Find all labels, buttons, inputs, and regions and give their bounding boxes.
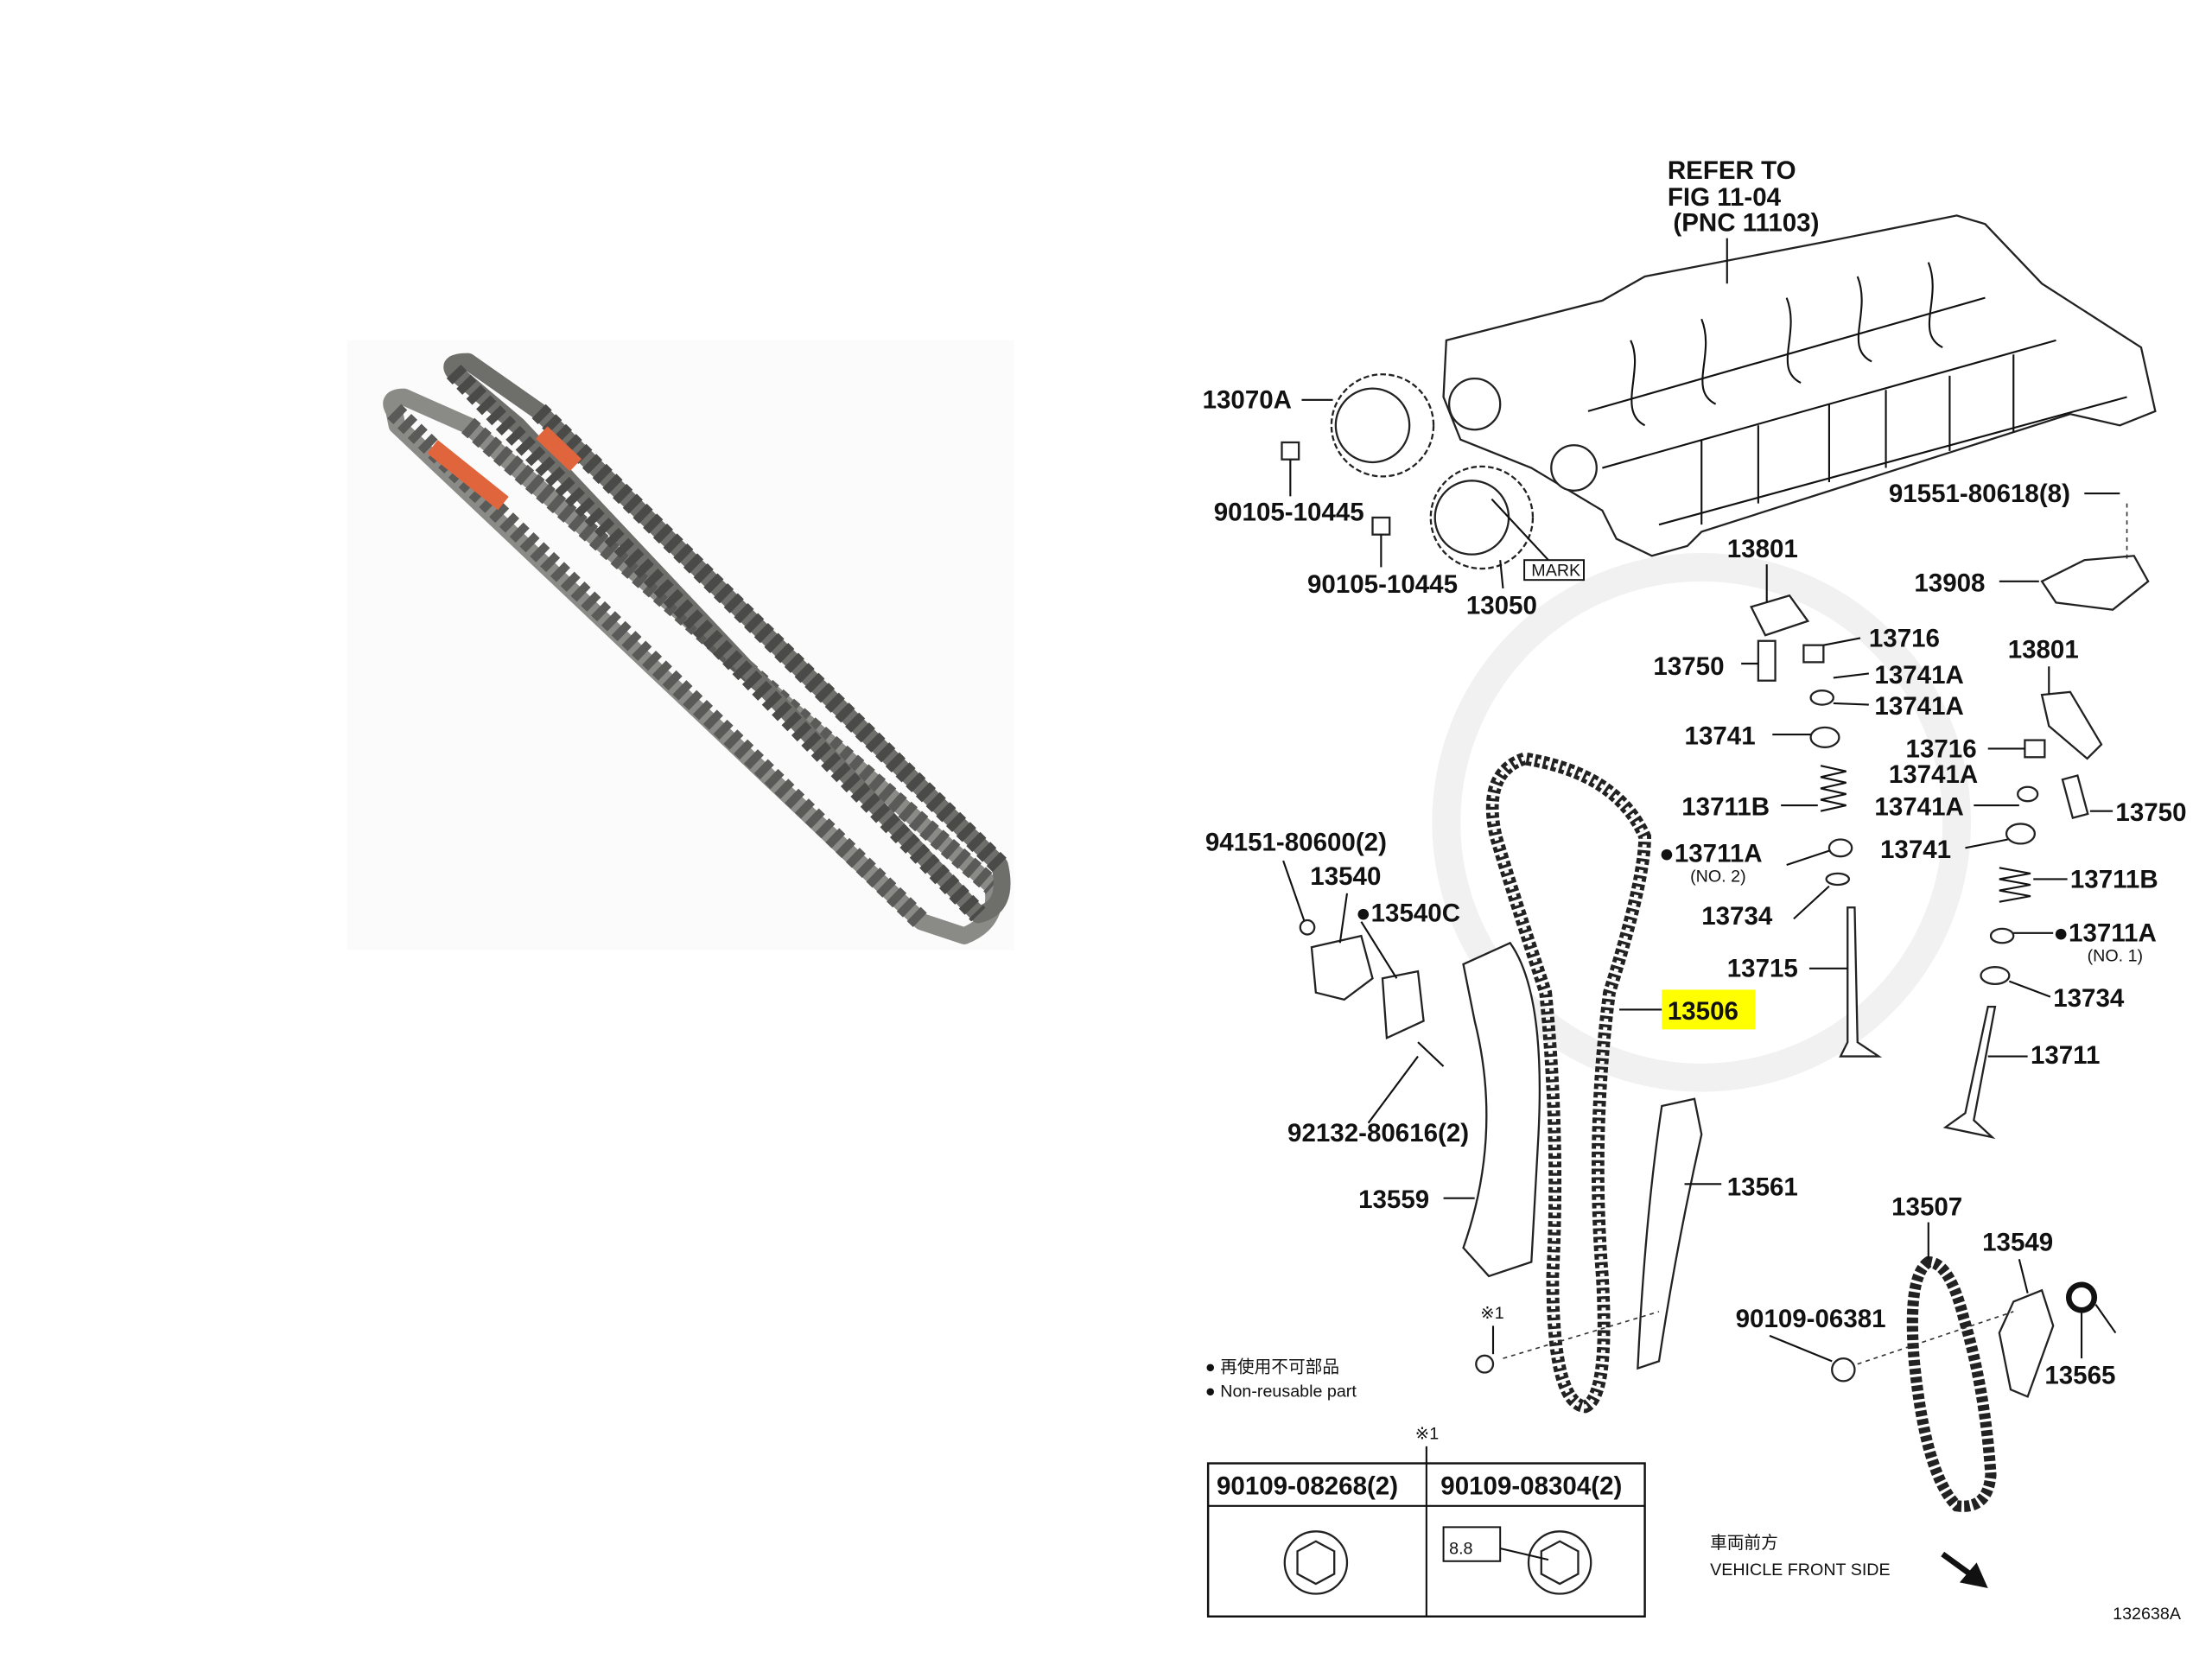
tensioner-13540 [1310,934,1374,1001]
callout-note: (NO. 1) [2088,947,2144,966]
callout-90109-06381: 90109-06381 [1736,1305,1886,1333]
cylinder-head-drawing [1442,214,2157,557]
callout-13711a: ●13711A [1659,840,1763,868]
refer-label: REFER TO [1668,156,1796,185]
callout-note: (NO. 2) [1690,868,1746,887]
callout-13750: 13750 [1653,652,1724,681]
callout-13741a: 13741A [1889,760,1978,789]
chain-guide-13561 [1637,1097,1703,1370]
tensioner-arm-13549 [1998,1288,2055,1398]
callout-13741: 13741 [1880,836,1951,864]
spring-13565 [2065,1281,2098,1313]
callout-ref-1: ※1 [1480,1304,1503,1323]
callout-13711a: ●13711A [2053,919,2157,948]
chain-guide-13559 [1462,941,1541,1278]
callout-13565: 13565 [2044,1362,2115,1390]
callout-94151-80600: 94151-80600(2) [1205,829,1387,857]
callout-13715: 13715 [1727,955,1798,983]
legend-en: ● Non-reusable part [1205,1382,1357,1401]
callout-13711b: 13711B [1681,793,1770,822]
callout-13801: 13801 [2008,635,2079,664]
callout-13711b: 13711B [2070,865,2158,893]
front-side-jp: 車両前方 [1710,1534,1778,1553]
bracket-13908 [2040,555,2150,611]
callout-90105-10445: 90105-10445 [1307,570,1458,599]
front-direction-arrow-icon [1941,1551,1988,1588]
callout-13734: 13734 [2053,984,2125,1013]
callout-13741a: 13741A [1874,692,1963,721]
callout-13750: 13750 [2115,798,2186,827]
bolt-table: ※1 90109-08268(2) 90109-08304(2) 8.8 [1206,1425,1646,1618]
valve-13711 [1942,1005,1997,1140]
callout-13549: 13549 [1982,1228,2053,1256]
callout-13741: 13741 [1685,722,1756,751]
callout-13561: 13561 [1727,1173,1798,1201]
callout-13741a: 13741A [1874,661,1963,690]
callout-13540c: ●13540C [1356,899,1460,928]
callout-13801: 13801 [1727,535,1798,563]
refer-label: FIG 11-04 [1668,183,1782,212]
callout-90105-10445: 90105-10445 [1214,498,1364,526]
callout-13908: 13908 [1914,569,1985,597]
figure-id: 132638A [2113,1605,2182,1624]
callout-13734: 13734 [1701,902,1773,931]
legend-jp: ● 再使用不可部品 [1205,1358,1339,1377]
front-side-en: VEHICLE FRONT SIDE [1710,1560,1891,1580]
valve-13715 [1839,906,1883,1058]
table-col1-header: 90109-08268(2) [1217,1472,1398,1501]
mark-label: MARK [1531,561,1580,580]
highlight-13506 [1662,989,1756,1030]
bolt-grade: 8.8 [1449,1540,1472,1559]
callout-13050: 13050 [1466,592,1537,620]
marked-link-orange [536,426,582,472]
timing-chain-photo [347,340,1014,950]
callout-13540: 13540 [1310,862,1381,891]
mark-box [1523,559,1586,582]
callout-92132-80616: 92132-80616(2) [1287,1119,1469,1147]
marked-link-orange [427,440,509,511]
callout-13716: 13716 [1869,624,1940,652]
callout-91551-80618: 91551-80618(8) [1889,480,2070,508]
oil-pump-chain-13507 [1906,1255,1997,1512]
callout-13070a: 13070A [1203,386,1292,415]
refer-label: (PNC 11103) [1673,208,1819,237]
parts-diagram: MARK [1203,156,2187,1624]
callout-13741a: 13741A [1874,793,1963,822]
table-ref: ※1 [1415,1425,1439,1444]
callout-13716: 13716 [1906,734,1977,763]
callout-13711: 13711 [2031,1041,2100,1070]
callout-13506-highlighted: 13506 [1668,997,1738,1026]
callout-13559: 13559 [1358,1185,1429,1214]
callout-13507: 13507 [1891,1192,1962,1221]
table-col2-header: 90109-08304(2) [1440,1472,1622,1501]
